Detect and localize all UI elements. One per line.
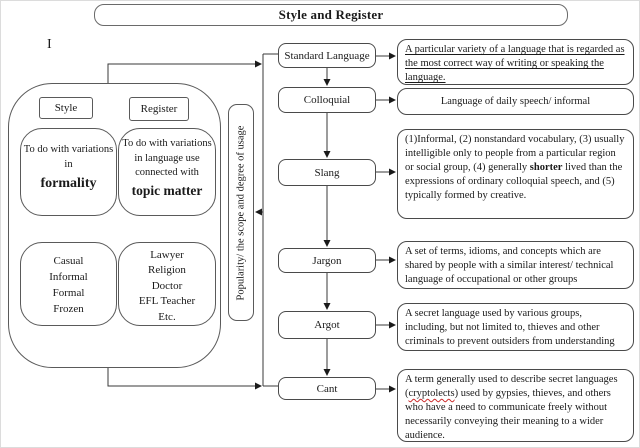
- arrowhead-right: [389, 385, 396, 393]
- style-label: Style: [54, 102, 78, 114]
- formality-box: To do with variations in formality: [20, 128, 117, 216]
- desc-box-argot: A secret language used by various groups…: [397, 303, 634, 351]
- desc-spellcheck-word: cryptolects: [408, 387, 455, 399]
- register-label: Register: [140, 103, 178, 115]
- panel-bottom-connector: [107, 368, 255, 387]
- register-example: Etc.: [158, 310, 176, 323]
- arrowhead-left: [255, 208, 262, 216]
- register-example: Doctor: [151, 279, 183, 292]
- style-examples-box: Casual Informal Formal Frozen: [20, 242, 117, 326]
- desc-box-slang: (1)Informal, (2) nonstandard vocabulary,…: [397, 129, 634, 219]
- category-label: Standard Language: [284, 49, 370, 62]
- topic-matter-text: To do with variations in language use co…: [122, 138, 212, 179]
- style-example: Casual: [53, 255, 84, 267]
- category-label: Colloquial: [303, 94, 351, 106]
- category-label: Jargon: [312, 254, 342, 267]
- category-box-slang: Slang: [278, 159, 376, 186]
- register-example: Lawyer: [150, 249, 184, 261]
- desc-box-standard-language: A particular variety of a language that …: [397, 39, 634, 85]
- desc-text: A term generally used to describe secret…: [405, 374, 618, 399]
- desc-bold-word: shorter: [529, 161, 563, 173]
- page-title: Style and Register: [278, 7, 384, 22]
- desc-box-jargon: A set of terms, idioms, and concepts whi…: [397, 241, 634, 289]
- popularity-axis-box: Popularity/ the scope and degree of usag…: [228, 104, 254, 321]
- category-box-argot: Argot: [278, 311, 376, 339]
- category-label: Slang: [314, 166, 340, 179]
- arrowhead-down: [323, 240, 331, 247]
- arrowhead-right: [389, 256, 396, 264]
- panel-top-connector: [107, 63, 255, 83]
- register-box: Register: [129, 97, 189, 121]
- arrowhead-right: [389, 96, 396, 104]
- topic-matter-box: To do with variations in language use co…: [118, 128, 216, 216]
- desc-text: Language of daily speech/ informal: [440, 95, 591, 107]
- desc-text: A particular variety of a language that …: [405, 44, 625, 83]
- category-label: Argot: [314, 319, 340, 331]
- register-example: Religion: [148, 264, 186, 277]
- arrowhead-down: [323, 369, 331, 376]
- category-box-jargon: Jargon: [278, 248, 376, 273]
- arrowhead-down: [323, 79, 331, 86]
- register-examples-box: Lawyer Religion Doctor EFL Teacher Etc.: [118, 242, 216, 326]
- style-register-panel: [8, 83, 221, 368]
- arrowhead-right: [389, 52, 396, 60]
- register-example: EFL Teacher: [138, 295, 196, 308]
- text-cursor-mark: I: [47, 37, 52, 52]
- arrowhead-down: [323, 303, 331, 310]
- desc-text: ) used by gypsies, thieves, and others w…: [405, 387, 611, 441]
- desc-box-colloquial: Language of daily speech/ informal: [397, 88, 634, 115]
- style-box: Style: [39, 97, 93, 119]
- style-example: Formal: [52, 286, 85, 299]
- desc-text: A set of terms, idioms, and concepts whi…: [405, 246, 614, 285]
- arrowhead-right: [389, 321, 396, 329]
- arrowhead-down: [323, 151, 331, 158]
- formality-text: To do with variations in: [23, 144, 114, 170]
- desc-text: (1)Informal, (2) nonstandard vocabulary,…: [405, 134, 625, 173]
- style-example: Frozen: [53, 302, 84, 315]
- category-label: Cant: [316, 382, 338, 395]
- category-box-cant: Cant: [278, 377, 376, 400]
- desc-text: A secret language used by various groups…: [405, 308, 615, 347]
- arrowhead-right: [255, 60, 262, 68]
- popularity-axis-label: Popularity/ the scope and degree of usag…: [235, 125, 247, 300]
- title-box: Style and Register: [94, 4, 568, 26]
- arrowhead-right: [255, 382, 262, 390]
- topic-matter-keyword: topic matter: [131, 183, 203, 199]
- category-box-standard-language: Standard Language: [278, 43, 376, 68]
- formality-keyword: formality: [40, 176, 97, 192]
- desc-box-cant: A term generally used to describe secret…: [397, 369, 634, 442]
- desc-text: lived than the expressions of ordinary c…: [405, 161, 623, 201]
- style-example: Informal: [49, 270, 88, 283]
- category-box-colloquial: Colloquial: [278, 87, 376, 113]
- arrowhead-right: [389, 168, 396, 176]
